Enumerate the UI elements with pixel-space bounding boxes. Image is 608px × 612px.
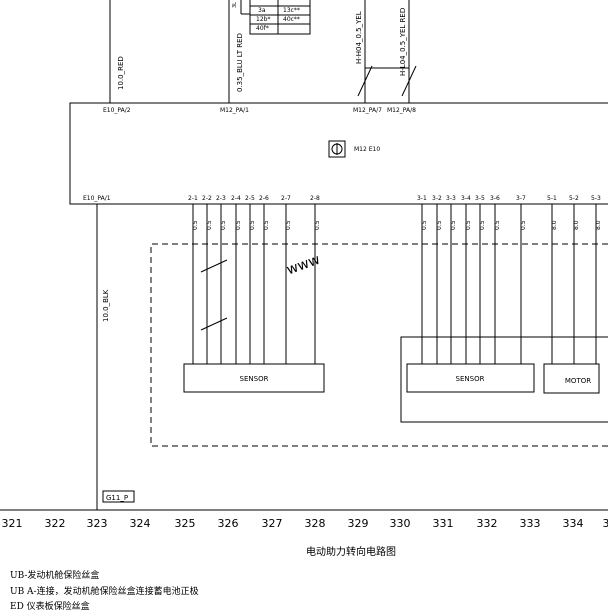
svg-text:5-3: 5-3 xyxy=(591,195,601,202)
svg-text:3: 3 xyxy=(603,517,608,530)
table-cell: 13c** xyxy=(283,7,300,14)
svg-text:0.5: 0.5 xyxy=(436,220,443,230)
svg-text:332: 332 xyxy=(477,517,498,530)
svg-text:8.0: 8.0 xyxy=(573,220,580,230)
svg-text:2-4: 2-4 xyxy=(231,195,241,202)
svg-text:331: 331 xyxy=(433,517,454,530)
svg-text:329: 329 xyxy=(348,517,369,530)
svg-text:330: 330 xyxy=(390,517,411,530)
label-blu-wire: 0.35_BLU LT RED xyxy=(236,33,244,92)
svg-text:328: 328 xyxy=(305,517,326,530)
svg-text:326: 326 xyxy=(218,517,239,530)
svg-text:5-2: 5-2 xyxy=(569,195,579,202)
svg-text:8.0: 8.0 xyxy=(551,220,558,230)
table-cell: 40c** xyxy=(283,16,300,23)
svg-text:2-8: 2-8 xyxy=(310,195,320,202)
svg-text:3-1: 3-1 xyxy=(417,195,427,202)
motor-label: MOTOR xyxy=(565,377,591,385)
pin-label: M12_PA/1 xyxy=(220,107,249,114)
svg-text:0.5: 0.5 xyxy=(465,220,472,230)
gauge-labels-mid: 0.5 0.5 0.5 0.5 0.5 0.5 0.5 xyxy=(421,220,527,230)
svg-text:2-1: 2-1 xyxy=(188,195,198,202)
svg-text:3-5: 3-5 xyxy=(475,195,485,202)
svg-text:0.5: 0.5 xyxy=(263,220,270,230)
pin-label: M12_PA/8 xyxy=(387,107,416,114)
svg-text:0.5: 0.5 xyxy=(494,220,501,230)
svg-text:3-4: 3-4 xyxy=(461,195,471,202)
pin-label: E10_PA/1 xyxy=(83,195,111,202)
svg-text:324: 324 xyxy=(130,517,151,530)
svg-text:2-5: 2-5 xyxy=(245,195,255,202)
svg-text:0.5: 0.5 xyxy=(249,220,256,230)
svg-text:3-3: 3-3 xyxy=(446,195,456,202)
pin-numbers-right: 5-1 5-2 5-3 xyxy=(547,195,601,202)
watermark: www xyxy=(285,252,323,279)
table-cell: 40f* xyxy=(256,25,269,32)
pin-label: M12_PA/7 xyxy=(353,107,382,114)
svg-text:0.5: 0.5 xyxy=(479,220,486,230)
table-cell: 12b* xyxy=(256,16,270,23)
gauge-labels-right: 8.0 8.0 8.0 xyxy=(551,220,602,230)
table-cell: 3a xyxy=(258,7,266,14)
svg-text:0.5: 0.5 xyxy=(285,220,292,230)
svg-text:8.0: 8.0 xyxy=(595,220,602,230)
svg-text:2-7: 2-7 xyxy=(281,195,291,202)
diagram-caption: 电动助力转向电路图 xyxy=(306,543,396,558)
legend-line: ED 仪表板保险丝盒 xyxy=(10,599,90,612)
svg-text:0.5: 0.5 xyxy=(220,220,227,230)
svg-text:2-2: 2-2 xyxy=(202,195,212,202)
small-label: 3L xyxy=(232,2,238,8)
svg-text:334: 334 xyxy=(563,517,584,530)
gauge-labels-left: 0.5 0.5 0.5 0.5 0.5 0.5 0.5 0.5 xyxy=(192,220,321,230)
pin-numbers-mid: 3-1 3-2 3-3 3-4 3-5 3-6 3-7 xyxy=(417,195,526,202)
label-red-wire: 10.0_RED xyxy=(117,56,125,90)
pin-label: E10_PA/2 xyxy=(103,107,131,114)
module-label: M12 E10 xyxy=(354,146,380,153)
svg-text:5-1: 5-1 xyxy=(547,195,557,202)
sensor-right-label: SENSOR xyxy=(456,375,485,383)
legend-line: UB A-连接，发动机舱保险丝盒连接蓄电池正极 xyxy=(10,584,199,597)
svg-text:322: 322 xyxy=(45,517,66,530)
svg-text:3-6: 3-6 xyxy=(490,195,500,202)
ground-label: G11_P xyxy=(106,494,128,502)
svg-text:0.5: 0.5 xyxy=(192,220,199,230)
svg-text:2-3: 2-3 xyxy=(216,195,226,202)
svg-text:2-6: 2-6 xyxy=(259,195,269,202)
svg-text:0.5: 0.5 xyxy=(421,220,428,230)
svg-text:321: 321 xyxy=(2,517,23,530)
grid-axis-numbers: 321 322 323 324 325 326 327 328 329 330 … xyxy=(2,517,608,530)
svg-text:333: 333 xyxy=(520,517,541,530)
sensor-left-label: SENSOR xyxy=(240,375,269,383)
label-yelred-wire: H-L04_0.5_YEL RED xyxy=(399,8,407,76)
pin-numbers-left: 2-1 2-2 2-3 2-4 2-5 2-6 2-7 2-8 xyxy=(188,195,320,202)
svg-text:0.5: 0.5 xyxy=(206,220,213,230)
svg-text:3-7: 3-7 xyxy=(516,195,526,202)
svg-text:0.5: 0.5 xyxy=(520,220,527,230)
svg-text:0.5: 0.5 xyxy=(235,220,242,230)
svg-text:327: 327 xyxy=(262,517,283,530)
svg-text:325: 325 xyxy=(175,517,196,530)
label-blk-wire: 10.0_BLK xyxy=(102,289,110,322)
label-yel-wire: H-H04_0.5_YEL xyxy=(355,11,363,64)
svg-text:0.5: 0.5 xyxy=(450,220,457,230)
legend-line: UB-发动机舱保险丝盒 xyxy=(10,568,99,581)
svg-text:323: 323 xyxy=(87,517,108,530)
svg-text:0.5: 0.5 xyxy=(314,220,321,230)
svg-text:3-2: 3-2 xyxy=(432,195,442,202)
dashed-enclosure xyxy=(151,244,608,446)
